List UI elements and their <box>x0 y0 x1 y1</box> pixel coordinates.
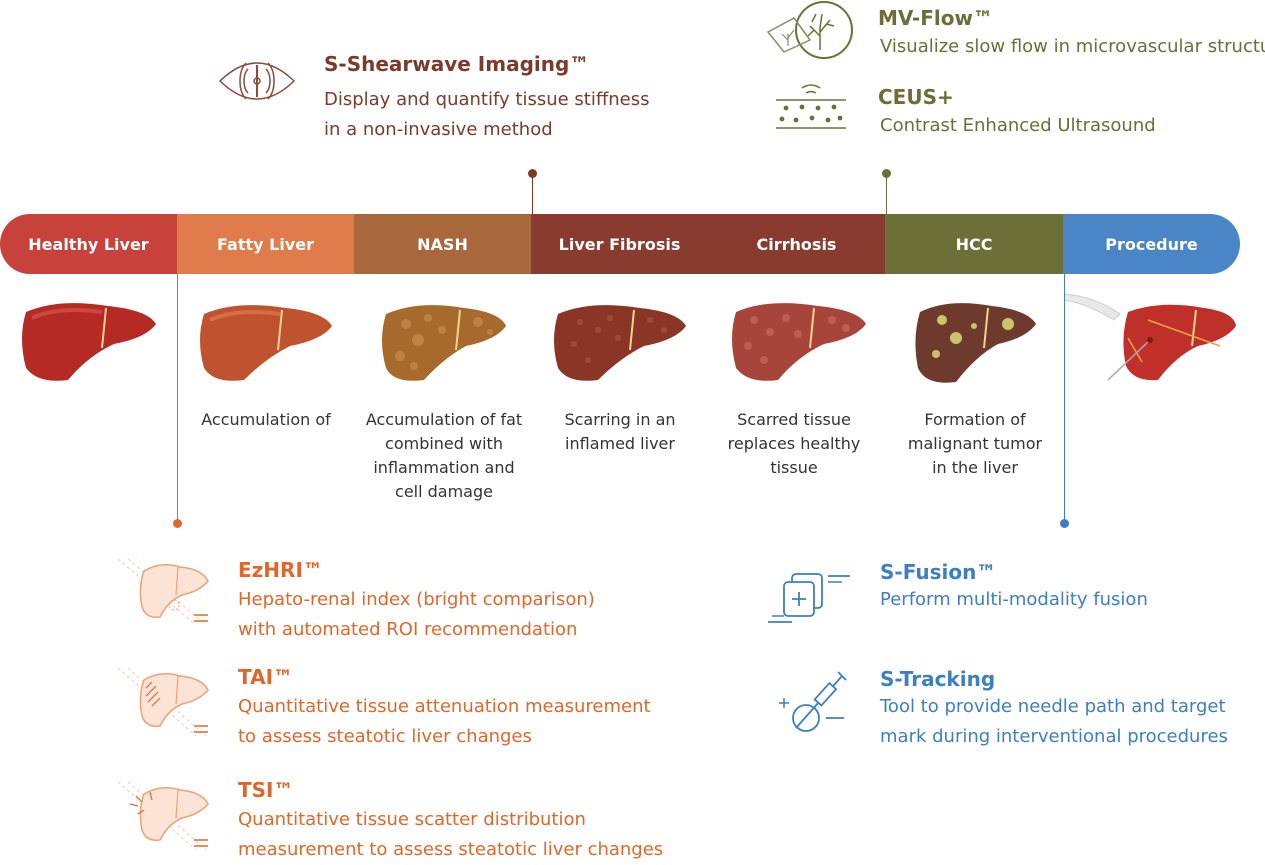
ceus-icon <box>776 84 846 129</box>
stage-liver-fibrosis: Liver Fibrosis <box>531 214 708 274</box>
tsi-title: TSI™ <box>238 778 294 802</box>
stage-healthy-liver: Healthy Liver <box>0 214 177 274</box>
healthy-liver-icon <box>22 303 156 381</box>
tai-title: TAI™ <box>238 665 294 689</box>
stage-label: Cirrhosis <box>756 234 837 254</box>
tsi-desc-line2: measurement to assess steatotic liver ch… <box>238 839 664 860</box>
tsi-desc-line1: Quantitative tissue scatter distribution <box>238 809 586 830</box>
shearwave-desc-line2: in a non-invasive method <box>324 119 553 140</box>
ezhri-desc-line2: with automated ROI recommendation <box>238 619 578 640</box>
ceus-title: CEUS+ <box>878 85 954 109</box>
fibrosis-description: Scarring in an inflamed liver <box>564 410 676 453</box>
stage-nash: NASH <box>354 214 531 274</box>
mvflow-desc: Visualize slow flow in microvascular str… <box>880 36 1265 57</box>
shearwave-connector-dot <box>528 169 537 178</box>
mvflow-icon <box>766 1 853 59</box>
liver-kidney-icon <box>117 558 209 626</box>
stage-label: Fatty Liver <box>217 234 314 254</box>
stage-label: HCC <box>955 234 993 254</box>
cirrhosis-description: Scarred tissue replaces healthy tissue <box>727 410 861 477</box>
sfusion-title: S-Fusion™ <box>880 560 997 584</box>
stage-label: Healthy Liver <box>28 234 149 254</box>
ceus-connector-dot <box>882 169 891 178</box>
stage-label: Procedure <box>1105 234 1198 254</box>
shearwave-icon <box>218 62 296 100</box>
attenuation-icon <box>117 667 209 737</box>
stracking-title: S-Tracking <box>880 667 996 691</box>
disease-stage-bar: Healthy Liver Fatty Liver NASH Liver Fib… <box>0 214 1240 274</box>
stage-label: Liver Fibrosis <box>558 234 681 254</box>
tai-desc-line1: Quantitative tissue attenuation measurem… <box>238 696 651 717</box>
procedure-connector <box>1064 274 1065 520</box>
stracking-desc-line2: mark during interventional procedures <box>880 726 1228 747</box>
stage-hcc: HCC <box>885 214 1063 274</box>
scatter-icon <box>117 781 209 851</box>
shearwave-title: S-Shearwave Imaging™ <box>324 52 590 76</box>
cirrhosis-liver-icon <box>732 303 866 381</box>
stracking-desc-line1: Tool to provide needle path and target <box>880 696 1226 717</box>
tai-desc-line2: to assess steatotic liver changes <box>238 726 532 747</box>
stage-label: NASH <box>417 234 468 254</box>
fatty-liver-icon <box>200 305 332 381</box>
sfusion-desc: Perform multi-modality fusion <box>880 589 1148 610</box>
mvflow-title: MV-Flow™ <box>878 6 993 30</box>
ezhri-desc-line1: Hepato-renal index (bright comparison) <box>238 589 595 610</box>
stage-procedure: Procedure <box>1063 214 1240 274</box>
fatty-connector <box>177 274 178 520</box>
stage-fatty-liver: Fatty Liver <box>177 214 354 274</box>
ceus-desc: Contrast Enhanced Ultrasound <box>880 115 1156 136</box>
needle-icon <box>779 671 847 732</box>
nash-liver-icon <box>382 305 506 381</box>
ceus-connector <box>886 175 887 215</box>
fibrosis-liver-icon <box>554 305 686 381</box>
procedure-connector-dot <box>1060 519 1069 528</box>
nash-description: Accumulation of fat combined with inflam… <box>365 410 523 501</box>
hcc-description: Formation of malignant tumor in the live… <box>907 410 1043 477</box>
shearwave-connector <box>532 175 533 215</box>
fusion-icon <box>768 573 850 623</box>
fatty-connector-dot <box>173 519 182 528</box>
shearwave-desc-line1: Display and quantify tissue stiffness <box>324 89 650 110</box>
fatty-liver-description: Accumulation of <box>201 410 331 429</box>
procedure-liver-icon <box>1064 293 1236 381</box>
hcc-liver-icon <box>915 303 1036 383</box>
ezhri-title: EzHRI™ <box>238 558 323 582</box>
stage-cirrhosis: Cirrhosis <box>708 214 885 274</box>
